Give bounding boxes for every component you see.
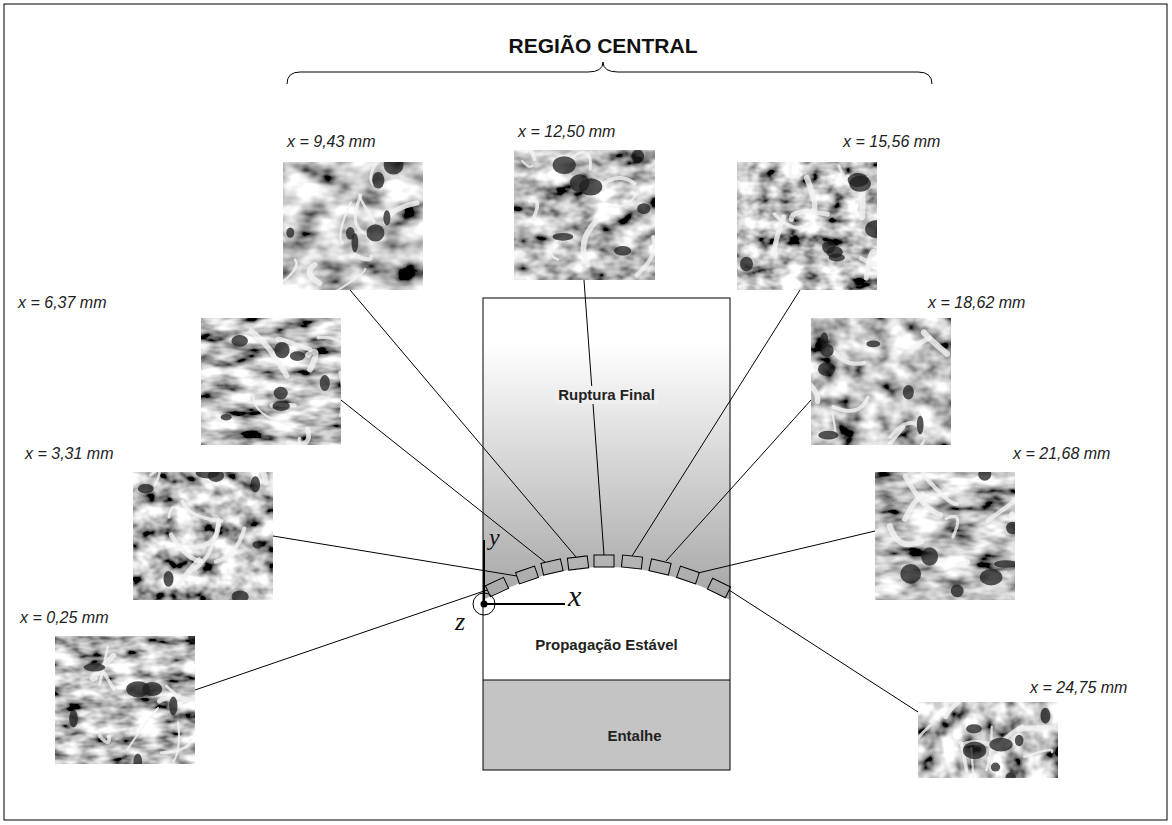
fractograph-image xyxy=(737,162,877,290)
position-label: x = 0,25 mm xyxy=(20,608,108,627)
fractograph-image xyxy=(283,162,423,290)
specimen-region: Ruptura Final xyxy=(483,298,730,548)
position-label: x = 15,56 mm xyxy=(843,132,940,151)
fractograph-photo: x = 6,37 mm xyxy=(201,318,341,445)
region-label: Ruptura Final xyxy=(555,386,658,404)
fractograph-image xyxy=(514,150,655,280)
fractograph-photo: x = 3,31 mm xyxy=(133,472,273,600)
region-label: Entalhe xyxy=(604,727,664,745)
position-label: x = 6,37 mm xyxy=(18,293,106,312)
fractograph-image xyxy=(201,318,341,445)
axis-label: z xyxy=(455,608,465,636)
fractograph-photo: x = 9,43 mm xyxy=(283,162,423,290)
fractograph-image xyxy=(811,318,951,445)
specimen-region: Entalhe xyxy=(483,680,730,770)
fractograph-photo: x = 18,62 mm xyxy=(811,318,951,445)
fractograph-photo: x = 21,68 mm xyxy=(875,472,1015,600)
fractograph-photo: x = 12,50 mm xyxy=(514,150,655,280)
specimen-region: Propagação Estável xyxy=(483,600,730,680)
fractograph-image xyxy=(133,472,273,600)
fractograph-photo: x = 0,25 mm xyxy=(55,636,195,764)
position-label: x = 3,31 mm xyxy=(25,444,113,463)
position-label: x = 18,62 mm xyxy=(928,293,1025,312)
fractograph-photo: x = 15,56 mm xyxy=(737,162,877,290)
axis-label: y xyxy=(489,524,500,550)
fractograph-image xyxy=(918,702,1058,778)
position-label: x = 21,68 mm xyxy=(1013,444,1110,463)
position-label: x = 24,75 mm xyxy=(1030,678,1127,697)
position-label: x = 9,43 mm xyxy=(287,132,375,151)
fractograph-image xyxy=(875,472,1015,600)
axis-label: x xyxy=(568,580,581,612)
fractograph-photo: x = 24,75 mm xyxy=(918,702,1058,778)
region-title: REGIÃO CENTRAL xyxy=(509,34,698,58)
position-label: x = 12,50 mm xyxy=(518,122,615,141)
region-label: Propagação Estável xyxy=(532,636,681,654)
fractograph-image xyxy=(55,636,195,764)
